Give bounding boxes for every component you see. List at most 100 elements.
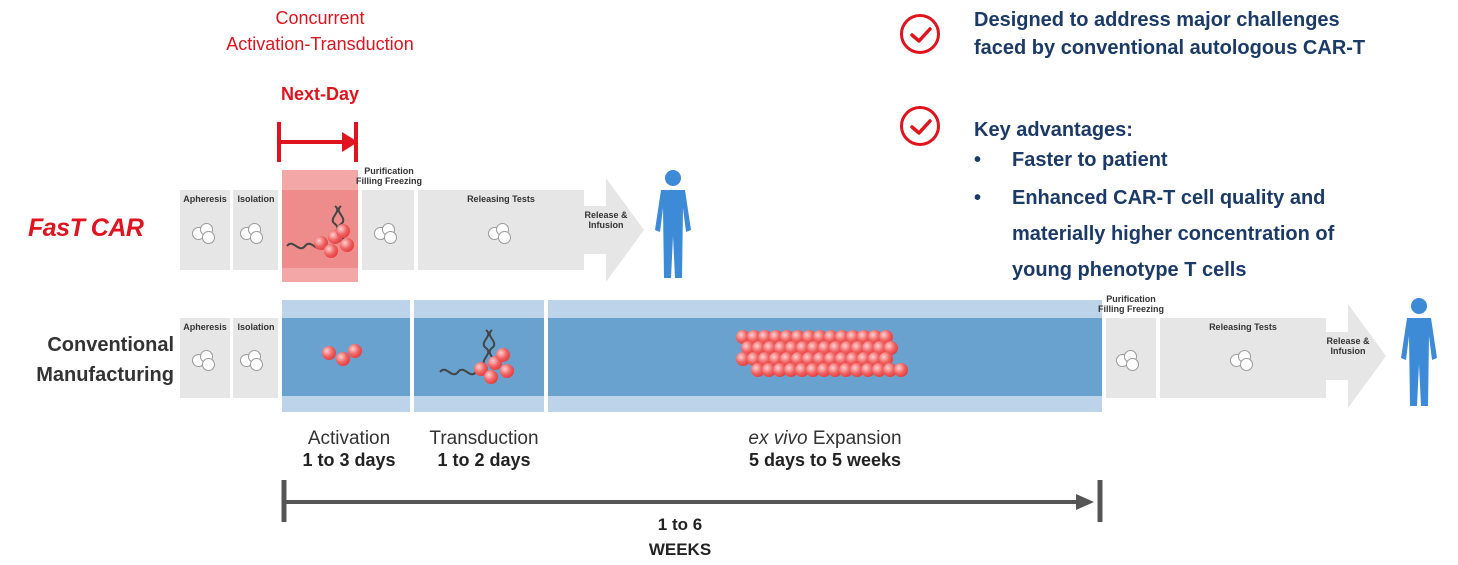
- concurrent-label: Concurrent: [275, 8, 365, 28]
- t-cell: [817, 363, 831, 377]
- t-cell: [796, 341, 810, 355]
- fastcar-release-arrow: [584, 178, 644, 282]
- cell-icon: [192, 350, 220, 372]
- t-cell: [741, 341, 755, 355]
- t-cell: [484, 370, 498, 384]
- conventional-label: Conventional Manufacturing: [14, 330, 174, 390]
- t-cell: [769, 352, 783, 366]
- t-cell: [791, 352, 805, 366]
- transduction-duration: 1 to 2 days: [437, 450, 531, 470]
- advantage-2-line3: young phenotype T cells: [1012, 259, 1247, 281]
- t-cell: [879, 352, 893, 366]
- activation-transduction-label: Activation-Transduction: [226, 34, 414, 54]
- next-day-bracket: [277, 122, 358, 162]
- t-cell: [762, 363, 776, 377]
- t-cell: [824, 352, 838, 366]
- t-cell: [883, 363, 897, 377]
- t-cell: [758, 352, 772, 366]
- advantage-bullet: •: [974, 149, 982, 171]
- conv-isolation-label: Isolation: [237, 322, 275, 332]
- t-cell: [773, 363, 787, 377]
- t-cell: [873, 341, 887, 355]
- cell-icon: [1230, 350, 1258, 372]
- t-cell: [751, 363, 765, 377]
- activation-duration: 1 to 3 days: [302, 450, 396, 470]
- fastcar-logo: FasT CAR: [28, 214, 144, 242]
- expansion-duration: 5 days to 5 weeks: [748, 450, 902, 470]
- advantage-1: Faster to patient: [1012, 149, 1168, 171]
- patient-icon: [655, 170, 691, 278]
- t-cell: [340, 238, 354, 252]
- t-cell: [824, 330, 838, 344]
- cell-icon: [374, 223, 402, 245]
- expansion-name: ex vivo Expansion: [700, 428, 950, 450]
- cell-icon: [240, 350, 268, 372]
- fastcar-apheresis-label: Apheresis: [183, 194, 227, 204]
- patient-icon: [1401, 298, 1437, 406]
- t-cell: [758, 330, 772, 344]
- t-cell: [835, 352, 849, 366]
- t-cell: [769, 330, 783, 344]
- t-cell: [763, 341, 777, 355]
- benefit-1-line2: faced by conventional autologous CAR-T: [974, 37, 1366, 59]
- t-cell: [322, 346, 336, 360]
- t-cell: [736, 352, 750, 366]
- key-advantages-title: Key advantages:: [974, 119, 1133, 141]
- t-cell: [829, 341, 843, 355]
- check-circle-icon: [900, 106, 940, 146]
- t-cell: [791, 330, 805, 344]
- advantage-2-line2: materially higher concentration of: [1012, 223, 1335, 245]
- advantage-2-line1: Enhanced CAR-T cell quality and: [1012, 187, 1326, 209]
- fastcar-isolation-label: Isolation: [237, 194, 275, 204]
- expansion-phase: ex vivo Expansion 5 days to 5 weeks: [700, 428, 950, 471]
- t-cell: [784, 363, 798, 377]
- activation-phase: Activation 1 to 3 days: [284, 428, 414, 471]
- t-cell: [828, 363, 842, 377]
- transduction-phase: Transduction 1 to 2 days: [414, 428, 554, 471]
- check-circle-icon: [900, 14, 940, 54]
- next-day-label: Next-Day: [280, 84, 360, 104]
- expansion-name-italic: ex vivo: [748, 428, 808, 449]
- fastcar-releasing-tests-label: Releasing Tests: [467, 194, 535, 204]
- conventional-label-line1: Conventional: [47, 334, 174, 356]
- t-cell: [336, 352, 350, 366]
- conv-release-label: Release & Infusion: [1326, 336, 1370, 356]
- total-line2: WEEKS: [648, 540, 712, 559]
- t-cell: [839, 363, 853, 377]
- t-cell: [336, 224, 350, 238]
- benefit-1: Designed to address major challenges fac…: [974, 6, 1454, 62]
- expanded-cell-cluster: [736, 330, 916, 384]
- t-cell: [835, 330, 849, 344]
- t-cell: [324, 244, 338, 258]
- conv-apheresis-label: Apheresis: [183, 322, 227, 332]
- cell-icon: [488, 223, 516, 245]
- t-cell: [868, 352, 882, 366]
- t-cell: [851, 341, 865, 355]
- t-cell: [857, 352, 871, 366]
- benefit-1-line1: Designed to address major challenges: [974, 9, 1340, 31]
- cell-icon: [192, 223, 220, 245]
- t-cell: [752, 341, 766, 355]
- t-cell: [818, 341, 832, 355]
- conv-releasing-tests-label: Releasing Tests: [1209, 322, 1277, 332]
- t-cell: [806, 363, 820, 377]
- t-cell: [736, 330, 750, 344]
- conventional-label-line2: Manufacturing: [36, 364, 174, 386]
- t-cell: [846, 330, 860, 344]
- expansion-name-rest: Expansion: [807, 428, 902, 449]
- cell-icon: [1116, 350, 1144, 372]
- t-cell: [894, 363, 908, 377]
- t-cell: [747, 352, 761, 366]
- t-cell: [802, 330, 816, 344]
- t-cell: [857, 330, 871, 344]
- advantage-bullet: •: [974, 187, 982, 209]
- t-cell: [813, 352, 827, 366]
- total-duration: 1 to 6 WEEKS: [610, 512, 750, 562]
- t-cell: [862, 341, 876, 355]
- t-cell: [807, 341, 821, 355]
- t-cell: [780, 352, 794, 366]
- t-cell: [774, 341, 788, 355]
- t-cell: [846, 352, 860, 366]
- fastcar-release-label: Release & Infusion: [584, 210, 628, 230]
- conv-purification-label: Purification Filling Freezing: [1098, 294, 1165, 314]
